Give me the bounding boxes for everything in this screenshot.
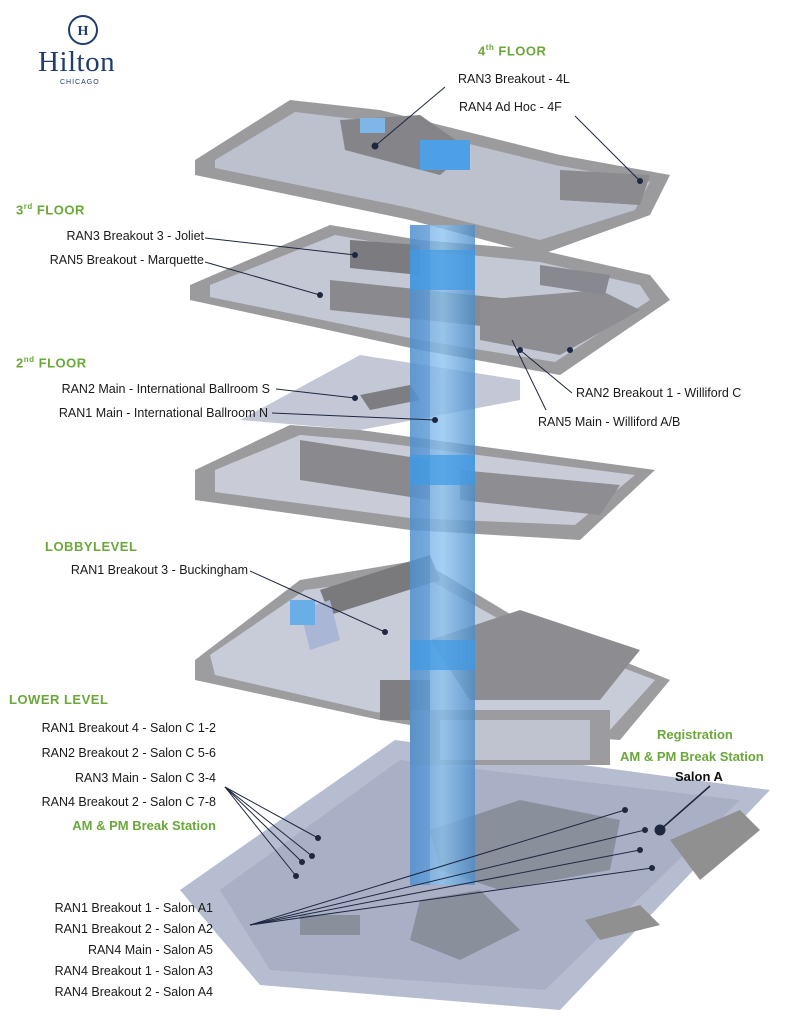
hilton-logo-icon: H [68,15,98,45]
room-label: RAN5 Breakout - Marquette [49,253,204,267]
fourth-floor-plate [195,100,670,255]
registration-label: Registration [657,727,733,742]
floor-heading-2nd: 2nd FLOOR [16,355,87,371]
room-label: RAN1 Main - International Ballroom N [58,406,268,420]
logo-city: CHICAGO [60,79,100,86]
room-label: RAN4 Breakout 2 - Salon C 7-8 [41,795,216,809]
room-label: RAN1 Breakout 2 - Salon A2 [54,922,213,936]
leader-line [511,339,547,411]
leader-line [249,867,653,926]
leader-line [374,86,446,147]
leader-line [224,786,319,839]
leader-line [519,349,573,394]
leader-line [659,785,711,831]
leader-line [275,388,356,399]
room-label: RAN2 Breakout 1 - Williford C [576,386,742,400]
room-label: RAN4 Main - Salon A5 [87,943,213,957]
floor-heading-3rd: 3rd FLOOR [16,202,85,218]
leader-line [224,786,303,863]
room-label: RAN2 Main - International Ballroom S [61,382,270,396]
room-label: RAN3 Main - Salon C 3-4 [74,771,216,785]
room-label: RAN3 Breakout 3 - Joliet [66,229,204,243]
break-station-label: AM & PM Break Station [72,818,216,833]
room-label: RAN2 Breakout 2 - Salon C 5-6 [41,746,216,760]
leader-line [249,809,626,926]
logo-wordmark: Hilton [38,46,116,78]
svg-text:H: H [78,24,89,39]
floor-heading-4th: 4th FLOOR [478,43,547,59]
floor-heading-lower: LOWER LEVEL [9,692,109,707]
leader-line [249,570,386,633]
leader-line [249,829,646,926]
leader-line [204,237,356,256]
marker-dot [567,347,573,353]
room-label: RAN4 Breakout 2 - Salon A4 [54,985,213,999]
room-label: RAN3 Breakout - 4L [458,72,570,86]
room-label: RAN4 Ad Hoc - 4F [459,100,562,114]
leader-line [224,786,313,857]
floor-heading-lobby: LOBBYLEVEL [45,539,138,554]
registration-break-label: AM & PM Break Station [620,749,764,764]
room-label: RAN1 Breakout 4 - Salon C 1-2 [41,721,216,735]
room-label: RAN5 Main - Williford A/B [538,415,681,429]
leader-line [204,261,321,296]
room-label: RAN4 Breakout 1 - Salon A3 [54,964,213,978]
leader-line [224,786,297,877]
room-label: RAN1 Breakout 3 - Buckingham [70,563,248,577]
leader-line [249,849,641,926]
salon-a-label: Salon A [675,769,723,784]
leader-line [271,412,436,421]
elevator-shaft [410,225,475,885]
leader-line [574,115,641,182]
room-label: RAN1 Breakout 1 - Salon A1 [54,901,213,915]
